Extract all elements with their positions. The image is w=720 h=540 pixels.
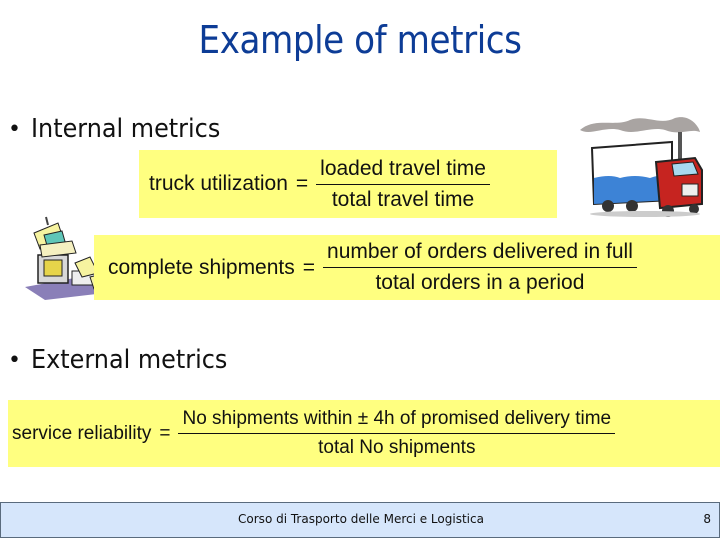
course-name: Corso di Trasporto delle Merci e Logisti… xyxy=(238,512,484,526)
documents-icon xyxy=(20,215,110,300)
denominator: total orders in a period xyxy=(375,271,585,294)
equals-sign: = xyxy=(295,172,309,195)
bullet-label: External metrics xyxy=(30,345,228,375)
page-number: 8 xyxy=(703,512,711,526)
bullet-dot: • xyxy=(8,347,21,373)
numerator: No shipments within ± 4h of promised del… xyxy=(178,408,616,434)
fraction: loaded travel time total travel time xyxy=(316,157,490,212)
denominator: total travel time xyxy=(331,187,475,211)
bullet-internal-metrics: • Internal metrics xyxy=(8,114,237,144)
bullet-dot: • xyxy=(8,116,21,142)
truck-icon xyxy=(560,112,710,218)
formula-truck-utilization: truck utilization = loaded travel time t… xyxy=(139,150,557,218)
formula-service-reliability: service reliability = No shipments withi… xyxy=(8,400,720,467)
numerator: loaded travel time xyxy=(316,157,490,185)
slide-footer: Corso di Trasporto delle Merci e Logisti… xyxy=(0,502,720,538)
equals-sign: = xyxy=(159,422,171,444)
formula-lhs: service reliability xyxy=(12,422,152,444)
equals-sign: = xyxy=(302,255,316,279)
slide-title: Example of metrics xyxy=(198,18,522,62)
formula-complete-shipments: complete shipments = number of orders de… xyxy=(94,235,720,300)
numerator: number of orders delivered in full xyxy=(323,240,637,268)
formula-lhs: truck utilization xyxy=(149,172,288,195)
fraction: number of orders delivered in full total… xyxy=(323,240,637,295)
denominator: total No shipments xyxy=(318,437,476,458)
bullet-label: Internal metrics xyxy=(30,114,221,144)
formula-lhs: complete shipments xyxy=(108,255,295,279)
fraction: No shipments within ± 4h of promised del… xyxy=(178,408,616,459)
bullet-external-metrics: • External metrics xyxy=(8,345,244,375)
